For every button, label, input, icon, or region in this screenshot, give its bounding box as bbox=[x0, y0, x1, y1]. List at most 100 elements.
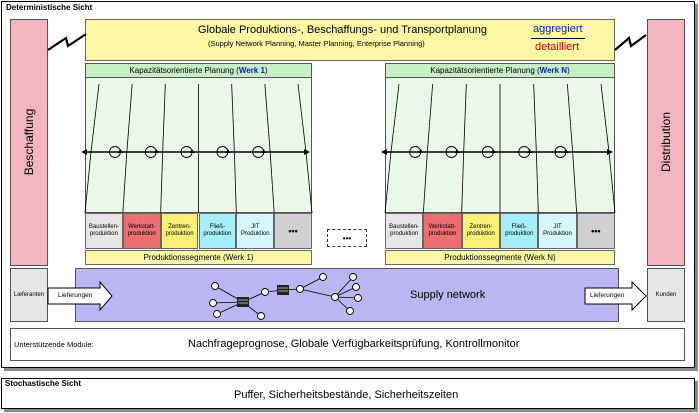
plant1-funnel-line bbox=[269, 151, 275, 214]
plant1-funnel-line bbox=[84, 151, 92, 214]
plantN-cycle-arrowhead bbox=[490, 149, 496, 153]
global-planning-title: Globale Produktions-, Beschaffungs- und … bbox=[198, 24, 488, 36]
plantN-segment-label: Baustellen- produktion bbox=[389, 224, 420, 237]
plant1-header-suffix: ) bbox=[264, 66, 268, 75]
plantN-funnel-line bbox=[422, 151, 428, 214]
plant1-funnel-line bbox=[160, 151, 164, 214]
left-lightning bbox=[47, 33, 87, 51]
stochastic-view-content: Puffer, Sicherheitsbestände, Sicherheits… bbox=[234, 389, 459, 401]
distribution-column bbox=[647, 19, 685, 266]
plant1-band-arrow-left bbox=[81, 149, 87, 155]
plant1-segment-label: Zentren- produktion bbox=[165, 224, 194, 237]
plant1-cycle-arrowhead bbox=[117, 149, 123, 153]
plant1-funnel-line bbox=[297, 83, 307, 153]
middle-ellipsis-box: ••• bbox=[327, 229, 367, 247]
plant1-funnel-line bbox=[126, 83, 133, 153]
plantN-segment-label: Fließ- produktion bbox=[505, 224, 534, 237]
plantN-planning-header: Kapazitätsorientierte Planung (Werk N) bbox=[385, 63, 615, 78]
plantN-production-segments-label: Produktionssegmente (Werk N) bbox=[444, 253, 556, 262]
plant1-planning-header: Kapazitätsorientierte Planung (Werk 1) bbox=[85, 63, 312, 78]
global-planning-subtitle: (Supply Network Planning, Master Plannin… bbox=[208, 39, 425, 48]
plantN-funnel-line bbox=[535, 151, 539, 214]
plantN-cycle-arrowhead bbox=[563, 149, 569, 153]
plant1-segment-4: Fließ- produktion bbox=[198, 213, 237, 249]
plant1-segment-label: JIT Produktion bbox=[240, 224, 270, 237]
plant1-production-segments-label: Produktionssegmente (Werk 1) bbox=[143, 253, 254, 262]
right-lightning bbox=[614, 34, 647, 51]
middle-ellipsis: ••• bbox=[342, 233, 352, 243]
support-modules-label: Unterstützende Module: bbox=[14, 340, 94, 349]
plantN-header-plant: Werk N bbox=[539, 66, 568, 75]
detailed-label: detailliert bbox=[535, 41, 580, 53]
plant1-header-plant: Werk 1 bbox=[238, 66, 265, 75]
plant1-funnel-line bbox=[162, 83, 166, 153]
stochastic-view-frame bbox=[1, 378, 695, 409]
plantN-segment-label: ••• bbox=[591, 225, 601, 236]
plantN-segment-3: Zentren- produktion bbox=[461, 213, 500, 249]
global-planning-box bbox=[85, 19, 615, 61]
plant1-cycle-arrowhead bbox=[261, 149, 267, 153]
plant1-header-prefix: Kapazitätsorientierte Planung ( bbox=[129, 66, 239, 75]
plantN-segment-label: Werkstatt- produktion bbox=[428, 224, 457, 237]
plantN-segment-4: Fließ- produktion bbox=[500, 213, 539, 249]
plantN-band-arrow-right bbox=[607, 149, 613, 155]
plantN-segment-5: JIT Produktion bbox=[538, 213, 577, 249]
plant1-funnel-line bbox=[90, 83, 100, 153]
plant1-production-segments: Produktionssegmente (Werk 1) bbox=[85, 250, 312, 265]
plantN-segment-2: Werkstatt- produktion bbox=[423, 213, 462, 249]
plant1-funnel-line bbox=[264, 83, 271, 153]
plant1-segment-3: Zentren- produktion bbox=[160, 213, 199, 249]
plantN-funnel-line bbox=[390, 83, 400, 153]
plant1-segment-6: ••• bbox=[274, 213, 312, 249]
plantN-header-suffix: ) bbox=[567, 66, 570, 75]
plantN-cycle-arrowhead bbox=[454, 149, 460, 153]
plantN-segment-label: JIT Produktion bbox=[543, 224, 572, 237]
plantN-cycle-arrowhead bbox=[418, 149, 424, 153]
plantN-funnel-line bbox=[572, 151, 578, 214]
plantN-segment-1: Baustellen- produktion bbox=[385, 213, 424, 249]
plantN-header-prefix: Kapazitätsorientierte Planung ( bbox=[430, 66, 540, 75]
plantN-segment-6: ••• bbox=[576, 213, 615, 249]
plantN-funnel-line bbox=[426, 83, 434, 153]
plantN-funnel-line bbox=[600, 83, 610, 153]
plant1-segment-2: Werkstatt- produktion bbox=[122, 213, 161, 249]
plantN-funnel-line bbox=[461, 151, 465, 214]
plant1-funnel-line bbox=[122, 151, 128, 214]
plantN-production-segments: Produktionssegmente (Werk N) bbox=[385, 250, 615, 265]
plant1-segment-label: Fließ- produktion bbox=[203, 224, 232, 237]
plant1-cycle-arrowhead bbox=[189, 149, 195, 153]
supply-network-label: Supply network bbox=[410, 289, 486, 301]
support-modules-box bbox=[10, 328, 685, 361]
customers-box: Kunden bbox=[647, 268, 685, 322]
plantN-funnel-line bbox=[384, 151, 392, 214]
plantN-segment-label: Zentren- produktion bbox=[466, 224, 495, 237]
plant1-segment-5: JIT Produktion bbox=[236, 213, 275, 249]
right-delivery-label: Lieferungen bbox=[590, 292, 625, 299]
deterministic-view-title: Deterministische Sicht bbox=[6, 3, 93, 12]
plant1-segment-label: Werkstatt- produktion bbox=[127, 224, 156, 237]
plant1-cycle-arrowhead bbox=[225, 149, 231, 153]
left-delivery-label: Lieferungen bbox=[58, 292, 93, 299]
plant1-funnel-line bbox=[231, 83, 235, 153]
plantN-funnel-line bbox=[566, 83, 574, 153]
aggregated-detailed-separator bbox=[531, 38, 585, 39]
stochastic-view-title: Stochastische Sicht bbox=[5, 379, 82, 388]
plant1-segment-label: ••• bbox=[288, 225, 298, 236]
plantN-funnel-line bbox=[608, 151, 616, 214]
customers-label: Kunden bbox=[655, 292, 677, 298]
plant1-cycle-arrowhead bbox=[153, 149, 159, 153]
aggregated-label: aggregiert bbox=[533, 23, 583, 35]
support-modules-content: Nachfrageprognose, Globale Verfügbarkeit… bbox=[188, 338, 520, 350]
plant1-segment-label: Baustellen- produktion bbox=[88, 224, 119, 237]
plantN-funnel-line bbox=[533, 83, 537, 153]
plantN-band-arrow-left bbox=[381, 149, 387, 155]
plant1-funnel-line bbox=[233, 151, 237, 214]
plantN-funnel-line bbox=[463, 83, 467, 153]
plantN-cycle-arrowhead bbox=[527, 149, 533, 153]
right-delivery-arrow bbox=[584, 280, 647, 312]
plant1-funnel-line bbox=[305, 151, 313, 214]
suppliers-label: Lieferanten bbox=[13, 292, 45, 298]
